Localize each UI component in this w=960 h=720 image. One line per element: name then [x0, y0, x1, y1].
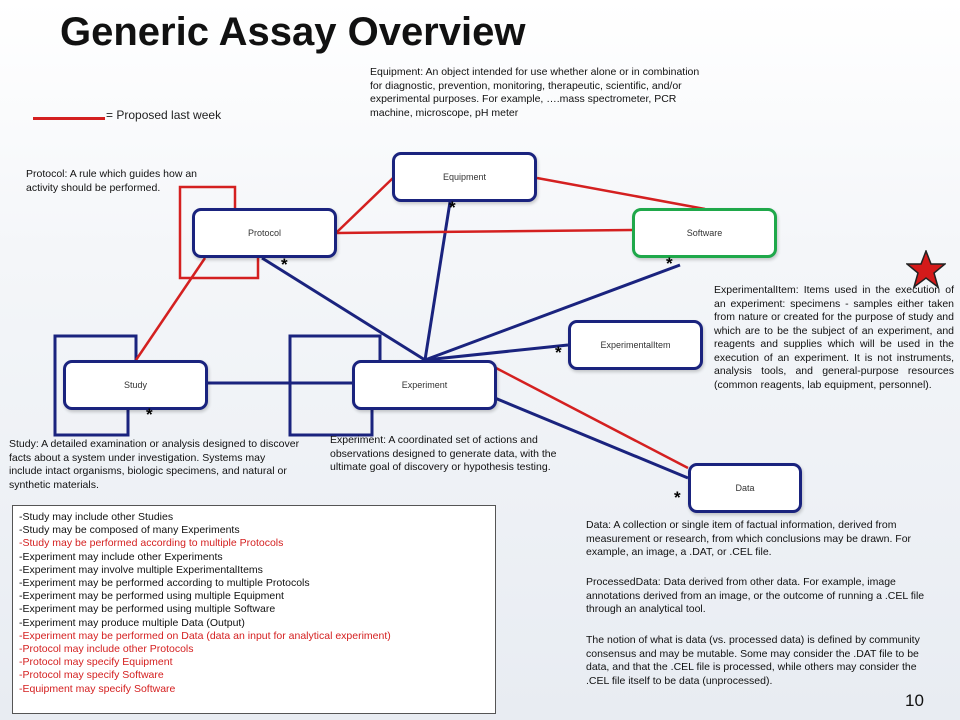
rule-item: -Protocol may include other Protocols [19, 643, 194, 656]
rule-item: -Protocol may specify Equipment [19, 656, 173, 669]
node-experiment-label: Experiment [401, 380, 448, 390]
node-experimentalitem[interactable]: ExperimentalItem [568, 320, 703, 370]
multiplicity-experimentalitem: * [555, 343, 562, 362]
rule-item: -Experiment may be performed using multi… [19, 590, 284, 603]
node-equipment-label: Equipment [442, 172, 487, 182]
line-experimentalitem-experiment [424, 343, 569, 362]
rule-item: -Experiment may include other Experiment… [19, 550, 223, 563]
rule-item: -Study may be composed of many Experimen… [19, 524, 240, 537]
note-equipment: Equipment: An object intended for use wh… [370, 66, 700, 119]
note-data-notion: The notion of what is data (vs. processe… [586, 634, 920, 687]
node-protocol-label: Protocol [247, 228, 282, 238]
node-experimentalitem-label: ExperimentalItem [600, 340, 671, 350]
node-experiment[interactable]: Experiment [352, 360, 497, 410]
node-equipment[interactable]: Equipment [392, 152, 537, 202]
node-study-label: Study [123, 380, 147, 390]
rule-item: -Experiment may be performed using multi… [19, 603, 276, 616]
node-study[interactable]: Study [63, 360, 208, 410]
multiplicity-software: * [666, 254, 673, 273]
multiplicity-study: * [146, 405, 153, 424]
loop-experiment-self [288, 334, 382, 437]
relationship-rules-box: -Study may include other Studies -Study … [12, 505, 496, 714]
node-data[interactable]: Data [688, 463, 802, 513]
loop-protocol-self [178, 185, 260, 280]
line-equipment-experiment [423, 201, 452, 361]
rule-item: -Study may be performed according to mul… [19, 537, 284, 550]
line-protocol-software [336, 228, 633, 235]
note-processeddata: ProcessedData: Data derived from other d… [586, 576, 925, 615]
page-number: 10 [905, 691, 924, 710]
line-protocol-equipment [336, 177, 394, 233]
line-protocol-experiment [261, 256, 426, 362]
legend-red-line [33, 117, 105, 120]
node-data-label: Data [735, 483, 755, 493]
rule-item: -Study may include other Studies [19, 511, 174, 523]
node-protocol[interactable]: Protocol [192, 208, 337, 258]
multiplicity-equipment: * [449, 198, 456, 217]
rule-item: -Experiment may be performed on Data (da… [19, 629, 391, 642]
note-experimentalitem: ExperimentalItem: Items used in the exec… [714, 284, 954, 391]
loop-study-self [53, 334, 138, 437]
node-software-label: Software [686, 228, 723, 238]
rule-item: -Equipment may specify Software [19, 682, 176, 695]
page-title: Generic Assay Overview [60, 10, 526, 54]
multiplicity-data: * [674, 488, 681, 507]
multiplicity-protocol: * [281, 255, 288, 274]
node-software[interactable]: Software [632, 208, 777, 258]
legend-label: = Proposed last week [106, 108, 222, 122]
note-protocol: Protocol: A rule which guides how an act… [26, 168, 198, 194]
line-equipment-software [536, 176, 706, 211]
line-study-protocol [134, 257, 207, 361]
rule-item: -Experiment may involve multiple Experim… [19, 563, 263, 576]
note-data: Data: A collection or single item of fac… [586, 519, 912, 558]
note-study: Study: A detailed examination or analysi… [9, 438, 300, 491]
line-software-experiment [424, 263, 681, 362]
red-star-icon [906, 250, 946, 288]
rule-item: -Experiment may be performed according t… [19, 577, 310, 590]
rule-item: -Experiment may produce multiple Data (O… [19, 616, 245, 629]
line-experiment-data-red [495, 366, 689, 470]
line-experiment-data [489, 394, 689, 480]
rule-item: -Protocol may specify Software [19, 669, 164, 682]
note-experiment: Experiment: A coordinated set of actions… [330, 434, 557, 473]
